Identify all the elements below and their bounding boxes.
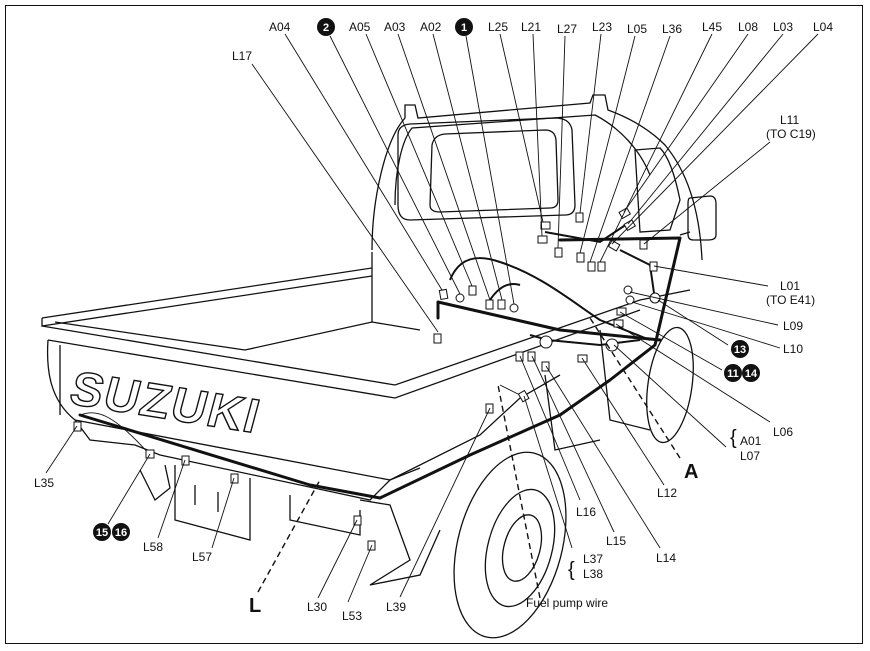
label-l37: L37: [583, 552, 603, 566]
svg-text:2: 2: [323, 22, 329, 34]
label-l25: L25: [488, 20, 508, 34]
label-l12: L12: [657, 486, 677, 500]
svg-text:14: 14: [745, 368, 758, 380]
circled-number-14: 14: [742, 364, 760, 382]
label-l21: L21: [521, 20, 541, 34]
label-l57: L57: [192, 550, 212, 564]
brace-l37-l38: {: [568, 559, 575, 581]
label-l30: L30: [307, 600, 327, 614]
label-l35: L35: [34, 476, 54, 490]
label-l17: L17: [232, 49, 252, 63]
label-a02: A02: [420, 20, 442, 34]
label-l14: L14: [656, 551, 676, 565]
label-l08: L08: [738, 20, 758, 34]
leader-lines: [45, 33, 819, 603]
label-l10: L10: [783, 342, 803, 356]
label-l11-note: (TO C19): [766, 127, 816, 141]
circled-number-2: 2: [317, 18, 335, 36]
circled-number-16: 16: [112, 523, 130, 541]
label-l06: L06: [773, 425, 793, 439]
label-fuel-pump-wire: Fuel pump wire: [526, 596, 608, 610]
brand-logo: SUZUKI: [65, 362, 267, 444]
callout-labels: A04 A05 A03 A02 L25 L21 L27 L23 L05 L36 …: [34, 20, 833, 623]
label-a01: A01: [740, 434, 762, 448]
svg-text:11: 11: [727, 368, 739, 380]
circled-numbers: 2 1 13 11 14 15 16: [93, 18, 760, 541]
label-l07: L07: [740, 449, 760, 463]
label-l01-note: (TO E41): [766, 293, 815, 307]
view-marker-a: A: [684, 461, 698, 483]
label-l53: L53: [342, 609, 362, 623]
circled-number-15: 15: [93, 523, 111, 541]
svg-text:13: 13: [734, 344, 746, 356]
label-l58: L58: [143, 540, 163, 554]
circled-number-13: 13: [731, 340, 749, 358]
label-l36: L36: [662, 22, 682, 36]
wiring-harness: [78, 221, 682, 500]
svg-text:1: 1: [461, 22, 467, 34]
label-l09: L09: [783, 319, 803, 333]
label-l11: L11: [780, 113, 799, 127]
circled-number-1: 1: [455, 18, 473, 36]
label-a04: A04: [269, 20, 291, 34]
label-a05: A05: [349, 20, 371, 34]
brace-a01-l07: {: [730, 427, 737, 449]
svg-text:16: 16: [115, 527, 127, 539]
label-a03: A03: [384, 20, 406, 34]
label-l15: L15: [606, 534, 626, 548]
view-marker-l: L: [249, 595, 261, 617]
label-l01: L01: [780, 279, 800, 293]
label-l39: L39: [386, 600, 406, 614]
label-l03: L03: [773, 20, 793, 34]
truck-body: [41, 94, 717, 639]
label-l04: L04: [813, 20, 833, 34]
label-l05: L05: [627, 22, 647, 36]
label-l38: L38: [583, 567, 603, 581]
circled-number-11: 11: [724, 364, 742, 382]
diagram-frame: [5, 5, 863, 644]
label-l27: L27: [557, 22, 577, 36]
label-l45: L45: [702, 20, 722, 34]
label-l23: L23: [592, 20, 612, 34]
svg-text:15: 15: [96, 527, 108, 539]
label-l16: L16: [576, 505, 596, 519]
